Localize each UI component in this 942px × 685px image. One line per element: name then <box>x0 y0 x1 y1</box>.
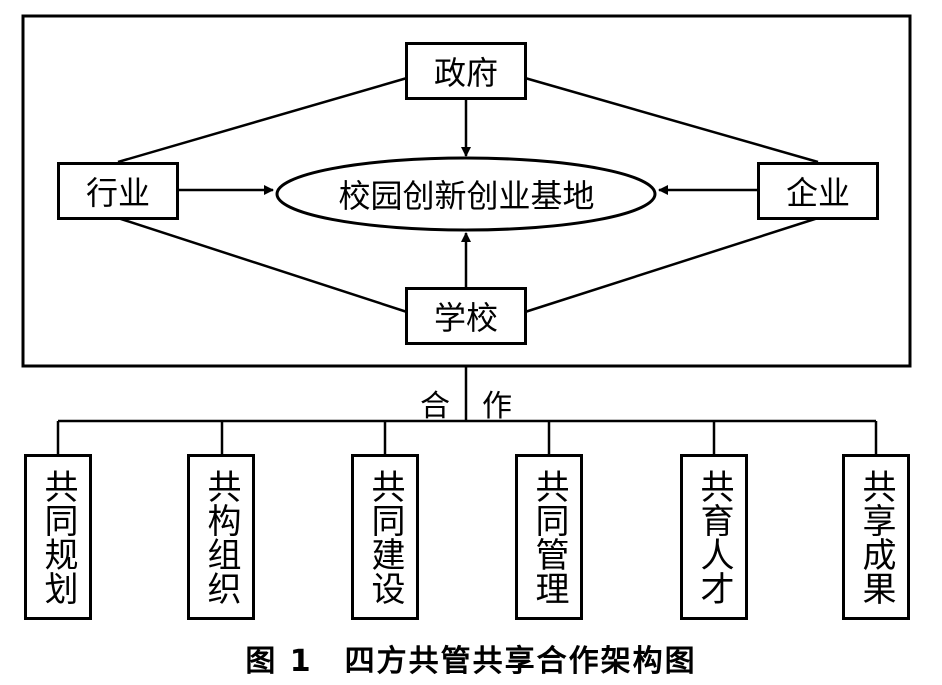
outcome-label-6: 共享成果 <box>856 469 896 605</box>
connector-industry-school <box>117 216 408 314</box>
node-enterprise: 企业 <box>757 162 879 220</box>
connector-gov-enterprise <box>524 76 819 164</box>
node-government: 政府 <box>405 42 527 100</box>
outcome-box-5: 共育人才 <box>680 454 748 620</box>
node-school-label: 学校 <box>433 299 498 337</box>
outcome-label-1: 共同规划 <box>38 469 78 605</box>
outcome-label-5: 共育人才 <box>694 469 734 605</box>
outcome-box-6: 共享成果 <box>842 454 910 620</box>
outcome-label-4: 共同管理 <box>529 469 569 605</box>
node-government-label: 政府 <box>433 54 498 92</box>
center-label: 校园创新创业基地 <box>338 177 595 215</box>
connector-gov-industry <box>117 76 408 164</box>
outcome-label-3: 共同建设 <box>365 469 405 605</box>
node-industry-label: 行业 <box>85 174 150 212</box>
cooperation-char-2: 作 <box>482 389 512 424</box>
outcome-box-4: 共同管理 <box>515 454 583 620</box>
figure-caption: 图 1 四方共管共享合作架构图 <box>245 644 697 679</box>
node-enterprise-label: 企业 <box>785 174 850 212</box>
node-school: 学校 <box>405 287 527 345</box>
outcome-label-2: 共构组织 <box>201 469 241 605</box>
cooperation-char-1: 合 <box>420 389 450 424</box>
node-industry: 行业 <box>57 162 179 220</box>
outcome-box-1: 共同规划 <box>24 454 92 620</box>
center-ellipse <box>275 156 657 232</box>
outcome-box-3: 共同建设 <box>351 454 419 620</box>
connector-enterprise-school <box>524 216 819 314</box>
outcome-box-2: 共构组织 <box>187 454 255 620</box>
